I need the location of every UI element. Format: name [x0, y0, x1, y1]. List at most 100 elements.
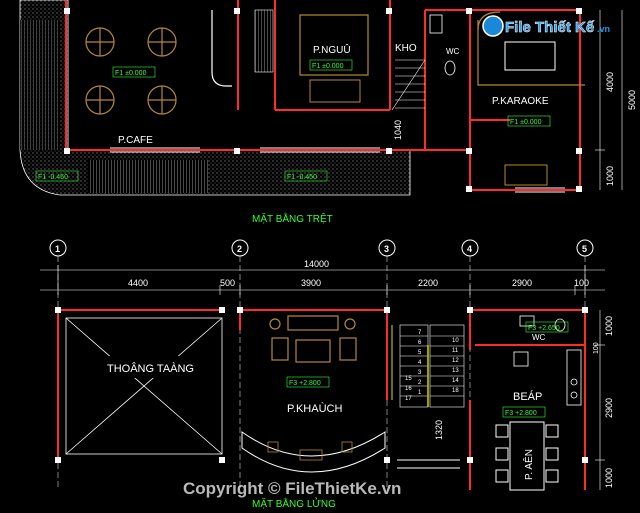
logo-suffix: .vn [597, 24, 610, 34]
ground-floor-plan: P.CAFE P.NGUÛ KHO WC P.KARAOKE F1 ±0.000… [19, 0, 637, 225]
desk [309, 79, 361, 103]
axis-label-4: 4 [467, 244, 472, 254]
mezz-right-dim-lines [595, 310, 605, 490]
mezz-elevation-tags: F3 +2.800 F3 +2.800 F3 +2.650 [286, 321, 569, 418]
step-1: 1 [418, 390, 422, 396]
ground-elevation-tags: F1 ±0.000 F1 ±0.000 F1 ±0.000 F1 -0.450 … [35, 59, 551, 182]
step-4: 4 [418, 360, 422, 366]
dim-span-6: 100 [574, 278, 589, 288]
room-label-living: P.KHAÙCH [287, 402, 342, 415]
ground-right-dim-lines [595, 10, 623, 190]
step-7: 7 [418, 330, 422, 336]
step-5: 5 [418, 350, 422, 356]
stair-step-numbers: 7 6 5 4 3 2 1 15 16 17 10 11 12 13 14 18 [405, 330, 459, 402]
elev-living: F3 +2.800 [289, 380, 321, 387]
step-6: 6 [418, 340, 422, 346]
room-label-kitchen: BEÁP [513, 390, 542, 403]
kho-stair [395, 59, 425, 109]
copyright-watermark: Copyright © FileThietKe.vn [183, 479, 401, 498]
axis-label-1: 1 [55, 244, 60, 254]
ground-floor-title: MẶT BẰNG TRỆT [252, 212, 333, 225]
cafe-tables [85, 27, 177, 115]
step-14: 14 [452, 378, 459, 384]
room-label-void: THOÂNG TAÀNG [107, 362, 194, 375]
step-12: 12 [452, 358, 459, 364]
dim-span-3: 3900 [301, 278, 321, 288]
ground-windows [110, 147, 565, 193]
mezzanine-plan: 1 2 3 4 5 14000 4400 500 3900 2200 2900 … [40, 239, 614, 510]
balcony-furniture [267, 441, 353, 461]
step-13: 13 [452, 368, 459, 374]
step-stripes [20, 20, 60, 150]
axis-label-3: 3 [384, 244, 389, 254]
step-15: 15 [405, 376, 412, 382]
elev-sidewalk-left: F1 -0.450 [38, 174, 68, 181]
ground-walls [65, 0, 581, 191]
elev-karaoke: F1 ±0.000 [510, 119, 542, 126]
axis-label-2: 2 [237, 244, 242, 254]
void-label-bg [98, 356, 210, 378]
dim-right-bottom: 1000 [605, 166, 615, 186]
mezzanine-title: MẶT BẰNG LỬNG [252, 497, 336, 510]
void-area [65, 317, 223, 455]
room-label-storage: KHO [395, 43, 417, 54]
step-2: 2 [418, 380, 422, 386]
logo-icon [482, 15, 504, 37]
karaoke-table [504, 41, 556, 71]
step-18: 18 [452, 388, 459, 394]
bed [299, 14, 369, 76]
site-logo: File Thiết Kế .vn [482, 15, 610, 37]
elev-mezz-wc: F3 +2.650 [528, 325, 560, 332]
logo-text: File Thiết Kế [505, 19, 595, 36]
ground-stairs [254, 9, 274, 73]
karaoke-bench [504, 164, 548, 186]
ground-wc-fixture [429, 14, 443, 34]
void-fill [70, 320, 220, 452]
karaoke-sofa-curve [477, 11, 501, 31]
mezz-bottom-window [397, 459, 460, 469]
axis-label-5: 5 [582, 244, 587, 254]
step-3: 3 [418, 370, 422, 376]
room-label-dining: P. AÊN [522, 449, 535, 480]
living-balcony [241, 431, 386, 473]
room-label-karaoke: P.KARAOKE [492, 96, 549, 107]
stair-cut-line [391, 59, 426, 111]
elev-kitchen: F3 +2.800 [505, 410, 537, 417]
dim-mezz-right-1: 1000 [604, 316, 614, 336]
mezz-columns [55, 307, 588, 463]
dim-stair-gap: 1040 [393, 120, 403, 140]
step-16: 16 [405, 386, 412, 392]
dim-right-total: 5000 [627, 90, 637, 110]
dim-mezz-right-3: 2900 [604, 398, 614, 418]
step-11: 11 [452, 348, 459, 354]
elev-sidewalk-mid: F1 -0.450 [287, 174, 317, 181]
mezz-stairs [399, 324, 465, 408]
ground-toilet [444, 60, 456, 76]
dim-stair: 1320 [434, 420, 444, 440]
dim-span-2: 500 [220, 278, 235, 288]
room-label-ground-wc: WC [446, 47, 460, 56]
step-10: 10 [452, 338, 459, 344]
dim-span-1: 4400 [128, 278, 148, 288]
dim-mezz-right-4: 1000 [604, 468, 614, 488]
dim-overall: 14000 [304, 259, 329, 269]
sidewalk-stripes [88, 160, 208, 193]
mezz-wc-fixtures [519, 315, 566, 332]
elev-cafe: F1 ±0.000 [115, 70, 147, 77]
dining-set [495, 421, 559, 491]
karaoke-sofa [477, 20, 585, 86]
room-label-mezz-wc: WC [532, 333, 546, 342]
step-17: 17 [405, 396, 412, 402]
living-sofa-set [269, 315, 357, 363]
dim-span-4: 2200 [418, 278, 438, 288]
cafe-counter [211, 10, 232, 87]
room-label-cafe: P.CAFE [118, 135, 153, 146]
mezz-dim-lines [40, 265, 605, 295]
dim-mezz-right-2: 100 [593, 342, 600, 354]
kitchen-counter [513, 349, 582, 406]
dim-span-5: 2900 [512, 278, 532, 288]
ground-columns [64, 8, 582, 192]
room-label-bedroom: P.NGUÛ [313, 43, 351, 56]
